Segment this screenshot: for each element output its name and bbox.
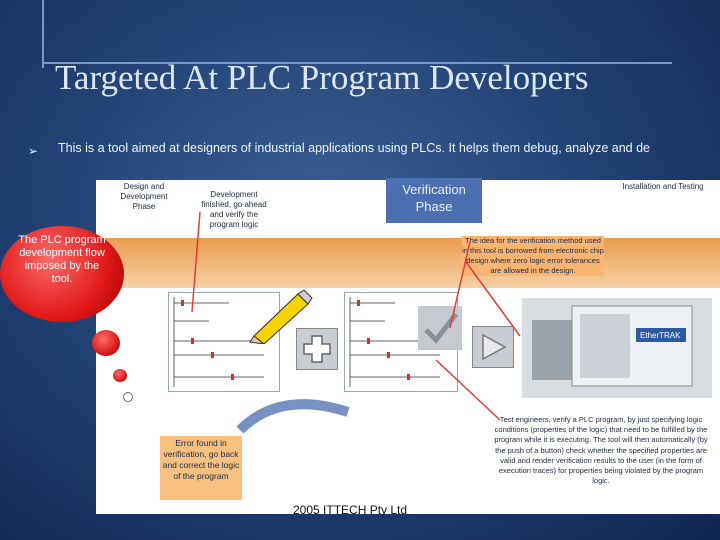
footer-copyright: 2005 ITTECH Pty Ltd [293,503,408,517]
title-underline [42,62,672,64]
design-phase-label: Design and Development Phase [120,182,168,211]
plc-device-icon: EtherTRAK [532,305,693,387]
bubble-dot [113,369,127,382]
installation-label: Installation and Testing [622,182,704,191]
flow-bubble: The PLC program development flow imposed… [0,226,124,322]
verification-phase-label: Verification Phase [386,178,482,223]
ladder-icon [173,297,264,387]
pencil-icon [249,289,313,344]
bubble-dot [92,330,120,356]
idea-note: The idea for the verification method use… [462,236,604,276]
flow-bubble-text: The PLC program development flow imposed… [18,234,106,285]
ladder-icon [349,297,440,387]
checkmark-icon [424,312,458,344]
add-button[interactable] [296,328,338,370]
test-engineers-note: Test engineers, verify a PLC program, by… [494,415,708,486]
left-rule [42,0,44,68]
device-brand-label: EtherTRAK [640,331,681,340]
bullet-text: This is a tool aimed at designers of ind… [58,141,651,155]
verify-button[interactable] [418,306,462,350]
play-button[interactable] [472,326,514,368]
plc-device-image: EtherTRAK [522,298,712,398]
bubble-dot [123,392,133,402]
development-label: Development finished, go ahead and verif… [201,190,267,229]
bullet-arrow-icon: ➢ [28,144,39,158]
plus-icon [303,335,331,363]
play-icon [482,333,507,361]
error-note: Error found in verification, go back and… [160,436,242,500]
slide-title: Targeted At PLC Program Developers [55,58,589,97]
flow-band [96,238,720,288]
